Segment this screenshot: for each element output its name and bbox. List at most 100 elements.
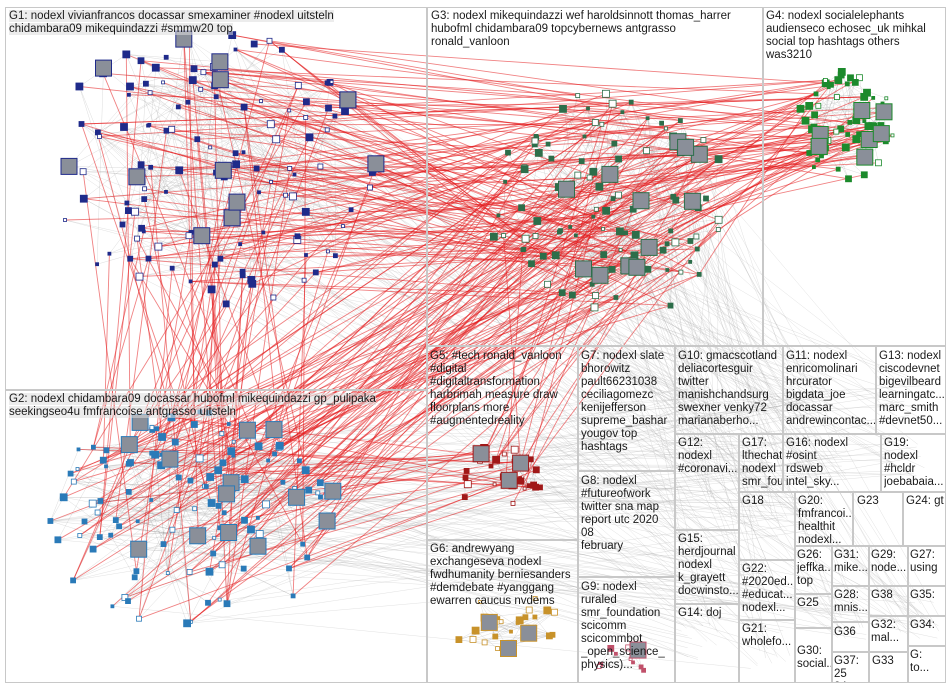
network-node bbox=[558, 289, 566, 297]
network-node bbox=[593, 206, 599, 212]
network-node bbox=[67, 470, 74, 477]
network-edge bbox=[595, 122, 676, 243]
network-edge bbox=[614, 143, 839, 170]
avatar-node bbox=[218, 485, 236, 503]
network-edge bbox=[570, 136, 674, 228]
network-node bbox=[120, 123, 128, 131]
group-label-g16: G16: nodexl #osint rdsweb intel_sky... bbox=[786, 437, 849, 488]
network-node bbox=[190, 65, 198, 73]
network-node bbox=[539, 252, 547, 260]
network-node bbox=[222, 300, 230, 308]
group-box-g35 bbox=[908, 586, 946, 616]
network-node bbox=[95, 262, 99, 267]
avatar-node bbox=[120, 436, 138, 454]
network-edge bbox=[99, 136, 167, 193]
network-node bbox=[160, 541, 167, 547]
network-edge bbox=[698, 207, 864, 628]
network-node bbox=[104, 464, 108, 469]
network-node bbox=[149, 425, 155, 430]
network-node bbox=[173, 507, 180, 514]
network-edge bbox=[680, 272, 711, 394]
network-edge bbox=[260, 101, 286, 196]
network-node bbox=[823, 78, 828, 83]
network-node bbox=[135, 272, 144, 281]
network-node bbox=[533, 217, 542, 225]
network-edge bbox=[137, 521, 173, 530]
avatar-node bbox=[575, 260, 592, 278]
network-edge bbox=[140, 60, 147, 84]
network-edge bbox=[270, 105, 810, 183]
network-node bbox=[81, 518, 88, 525]
network-edge bbox=[57, 158, 719, 541]
group-box-g33 bbox=[869, 652, 908, 683]
network-edge bbox=[685, 111, 885, 148]
network-edge bbox=[137, 512, 225, 522]
network-edge bbox=[102, 73, 260, 447]
network-node bbox=[501, 233, 507, 239]
network-edge bbox=[235, 49, 882, 135]
network-edge bbox=[115, 130, 167, 521]
network-edge bbox=[305, 469, 716, 575]
network-node bbox=[305, 133, 314, 142]
network-node bbox=[574, 233, 578, 238]
network-node bbox=[688, 259, 693, 264]
network-edge bbox=[190, 274, 601, 623]
network-node bbox=[292, 172, 297, 177]
network-node bbox=[138, 224, 146, 232]
network-edge bbox=[572, 294, 802, 512]
avatar-node bbox=[211, 71, 229, 89]
network-edge bbox=[267, 460, 294, 596]
network-edge bbox=[592, 284, 913, 621]
network-node bbox=[305, 486, 313, 494]
network-edge bbox=[212, 122, 596, 554]
network-edge bbox=[215, 100, 262, 173]
network-edge bbox=[134, 211, 524, 250]
network-edge bbox=[288, 141, 679, 569]
network-edge bbox=[243, 151, 925, 468]
network-node bbox=[672, 196, 680, 204]
network-edge bbox=[605, 93, 836, 523]
network-edge bbox=[281, 49, 829, 518]
network-node bbox=[463, 467, 470, 474]
network-node bbox=[270, 294, 277, 301]
network-node bbox=[694, 246, 700, 252]
network-node bbox=[532, 233, 539, 239]
network-edge bbox=[630, 102, 842, 617]
network-edge bbox=[50, 497, 64, 522]
network-node bbox=[254, 442, 263, 451]
network-node bbox=[600, 251, 608, 259]
network-edge bbox=[213, 66, 810, 154]
network-edge bbox=[306, 101, 810, 154]
network-edge bbox=[115, 453, 152, 521]
group-box-g8 bbox=[578, 471, 675, 577]
network-edge bbox=[79, 174, 611, 536]
network-edge bbox=[158, 156, 866, 248]
network-edge bbox=[79, 535, 220, 600]
network-node bbox=[294, 233, 301, 240]
group-label-g37: G37: 25 24... bbox=[834, 655, 859, 682]
network-edge bbox=[522, 249, 691, 482]
network-node bbox=[125, 460, 132, 467]
network-node bbox=[294, 82, 302, 89]
network-edge bbox=[375, 79, 839, 165]
group-label-g23: G23 bbox=[857, 495, 879, 507]
network-node bbox=[108, 532, 114, 538]
group-box-g21 bbox=[739, 620, 795, 683]
network-node bbox=[207, 499, 216, 507]
group-box-g10 bbox=[675, 346, 783, 434]
network-edge bbox=[130, 449, 192, 622]
network-edge bbox=[151, 384, 907, 501]
network-edge bbox=[124, 537, 199, 598]
network-edge bbox=[493, 232, 626, 237]
group-label-g8: G8: nodexl #futureofwork twitter sna map… bbox=[581, 475, 659, 552]
network-node bbox=[208, 145, 213, 150]
network-node bbox=[75, 82, 84, 91]
network-node bbox=[262, 500, 270, 509]
avatar-node bbox=[265, 421, 283, 439]
group-box-g37 bbox=[832, 652, 869, 683]
network-edge bbox=[125, 54, 131, 450]
group-label-g26: G26: jeffka... top bbox=[797, 549, 831, 587]
network-node bbox=[96, 534, 103, 540]
network-node bbox=[510, 445, 519, 454]
